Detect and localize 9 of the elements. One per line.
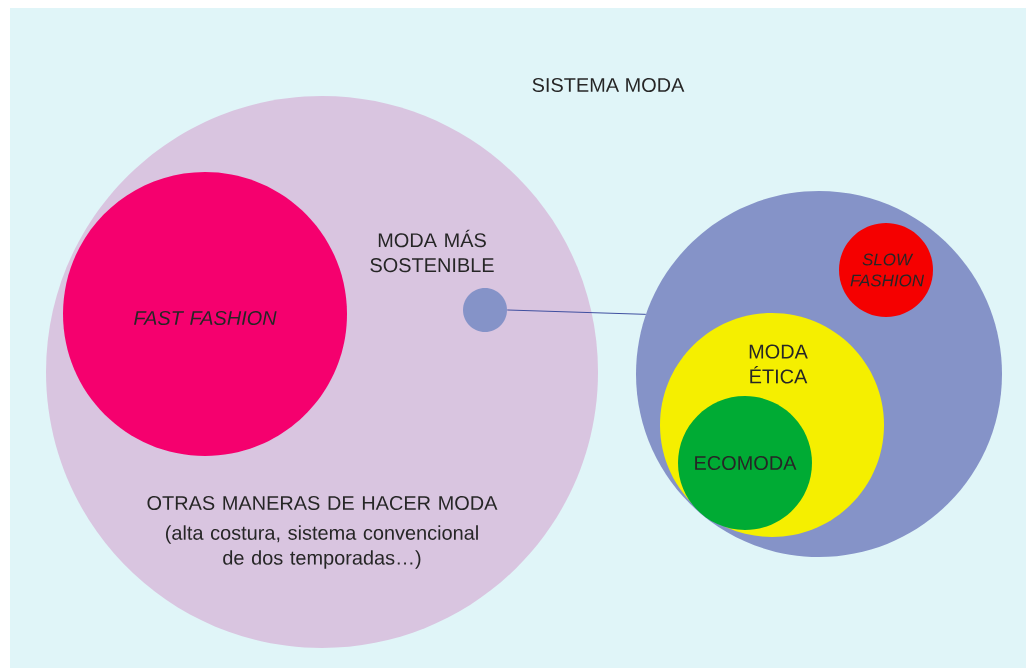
- node-label: FAST FASHION: [134, 310, 277, 326]
- node-label: MODA ÉTICA: [749, 344, 808, 384]
- node-label: OTRAS MANERAS DE HACER MODA: [147, 495, 498, 511]
- node-label: SLOW FASHION: [850, 253, 925, 287]
- title: SISTEMA MODA: [532, 77, 685, 93]
- circle-label: MODA MÁS SOSTENIBLE: [370, 229, 494, 273]
- node-label: (alta costura, sistema convencional de dos temporadas…): [166, 525, 478, 569]
- connector-line: [506, 309, 647, 315]
- node-label: ECOMODA: [695, 455, 797, 471]
